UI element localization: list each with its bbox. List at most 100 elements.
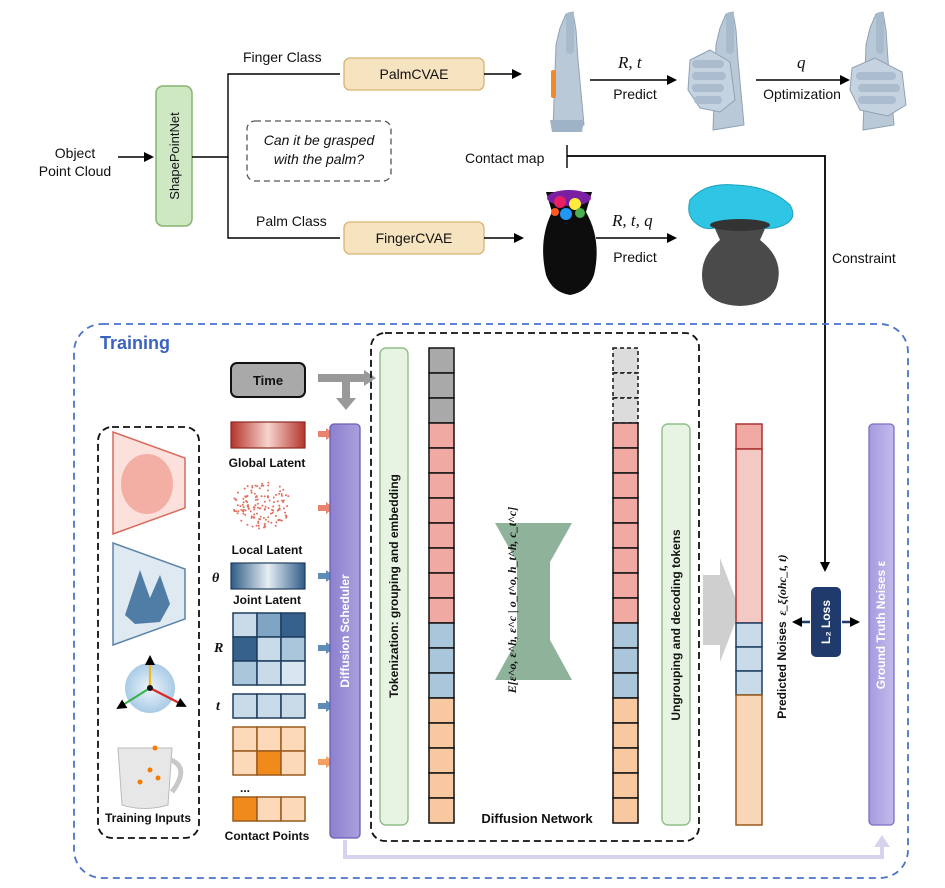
latent-point: [255, 495, 258, 498]
latent-point: [251, 486, 254, 489]
token-cell: [428, 472, 455, 499]
latent-point: [242, 501, 245, 504]
latent-point: [286, 505, 289, 508]
latent-point: [251, 525, 254, 528]
latent-point: [258, 507, 261, 510]
vase-point-cloud-image: [543, 190, 597, 295]
mug-thumbnail: [117, 745, 184, 809]
token-cell: [428, 447, 455, 474]
latent-point: [267, 516, 270, 519]
predicted-noises-label: Predicted Noises: [775, 621, 789, 719]
latent-point: [285, 516, 288, 519]
theta-symbol: θ: [212, 571, 220, 586]
latent-point: [272, 505, 275, 508]
token-cell: [428, 672, 455, 699]
latent-point: [263, 522, 266, 525]
latent-point: [277, 518, 280, 521]
latent-point: [246, 523, 249, 526]
palm-cvae-label: PalmCVAE: [380, 66, 449, 82]
latent-point: [253, 508, 256, 511]
contact-cell: [232, 726, 258, 752]
encoder-box: [155, 85, 193, 227]
latent-point: [282, 499, 285, 502]
token-cell: [428, 722, 455, 749]
rtq-label: R, t, q: [611, 211, 653, 230]
branch-top-label: Finger Class: [243, 49, 322, 65]
scheduler-arrow-shaft: [318, 759, 326, 765]
latent-point: [274, 524, 277, 527]
tokenization-box: [379, 347, 409, 826]
input-token-stack: [428, 347, 455, 824]
latent-point: [242, 510, 245, 513]
latent-point: [284, 494, 287, 497]
latent-point: [242, 497, 245, 500]
rotation-cell: [256, 612, 282, 638]
latent-point: [256, 498, 259, 501]
token-cell: [428, 422, 455, 449]
latent-point: [246, 501, 249, 504]
latent-point: [278, 485, 281, 488]
contact-cell: [256, 726, 282, 752]
token-cell: [428, 697, 455, 724]
latent-point: [284, 514, 287, 517]
branch-bottom-line: [227, 157, 340, 239]
hand-mesh-thumbnail: [112, 541, 186, 647]
latent-point: [250, 516, 253, 519]
time-split-arrow: [318, 374, 372, 410]
latent-point: [256, 502, 259, 505]
training-inputs-frame: [97, 426, 200, 839]
ground-truth-label: Ground Truth Noises ε: [874, 561, 888, 690]
contact-cell: [256, 750, 282, 776]
latent-point: [260, 495, 263, 498]
latent-point: [268, 499, 271, 502]
decode-arrow: [703, 558, 740, 662]
latent-point: [280, 494, 283, 497]
latent-point: [243, 487, 246, 490]
latent-point: [287, 495, 290, 498]
token-cell: [612, 622, 639, 649]
ground-truth-box: [868, 423, 895, 826]
pred-cell: [735, 622, 763, 648]
latent-point: [251, 485, 254, 488]
l2-loss-box: [811, 587, 841, 657]
diffusion-scheduler-label: Diffusion Scheduler: [338, 574, 352, 688]
tokenization-label: Tokenization: grouping and embedding: [387, 474, 401, 698]
contact-points-row: [232, 796, 306, 822]
latent-point: [267, 489, 270, 492]
training-frame: [73, 323, 909, 879]
question-line1: Can it be grasped: [264, 132, 376, 148]
predicted-noise-stack: [735, 423, 763, 826]
latent-point: [278, 507, 281, 510]
latent-point: [280, 493, 283, 496]
latent-point: [257, 520, 260, 523]
latent-point: [253, 513, 256, 516]
ungrouping-box: [661, 423, 691, 826]
question-line2: with the palm?: [274, 151, 364, 167]
token-cell: [612, 522, 639, 549]
latent-point: [259, 515, 262, 518]
scheduler-to-gt-arrow: [343, 840, 884, 859]
pred-block-red: [735, 448, 763, 624]
open-hand-image: [550, 11, 585, 132]
training-title: Training: [100, 333, 170, 353]
latent-point: [247, 507, 250, 510]
diffusion-network-label: Diffusion Network: [481, 811, 593, 826]
latent-point: [282, 507, 285, 510]
local-latent-label: Local Latent: [232, 543, 303, 557]
pose-axes-thumbnail: [116, 655, 187, 713]
latent-point: [242, 506, 245, 509]
token-cell: [428, 622, 455, 649]
latent-point: [250, 491, 253, 494]
latent-point: [252, 516, 255, 519]
question-box: [246, 120, 392, 182]
joint-latent-label: Joint Latent: [233, 593, 301, 607]
token-cell: [612, 447, 639, 474]
latent-point: [264, 505, 267, 508]
object-point-cloud-thumbnail: [112, 430, 186, 536]
latent-point: [262, 516, 265, 519]
token-cell: [612, 597, 639, 624]
q-label: q: [797, 53, 806, 72]
latent-point: [278, 504, 281, 507]
token-cell: [612, 347, 639, 374]
contact-cell: [232, 750, 258, 776]
